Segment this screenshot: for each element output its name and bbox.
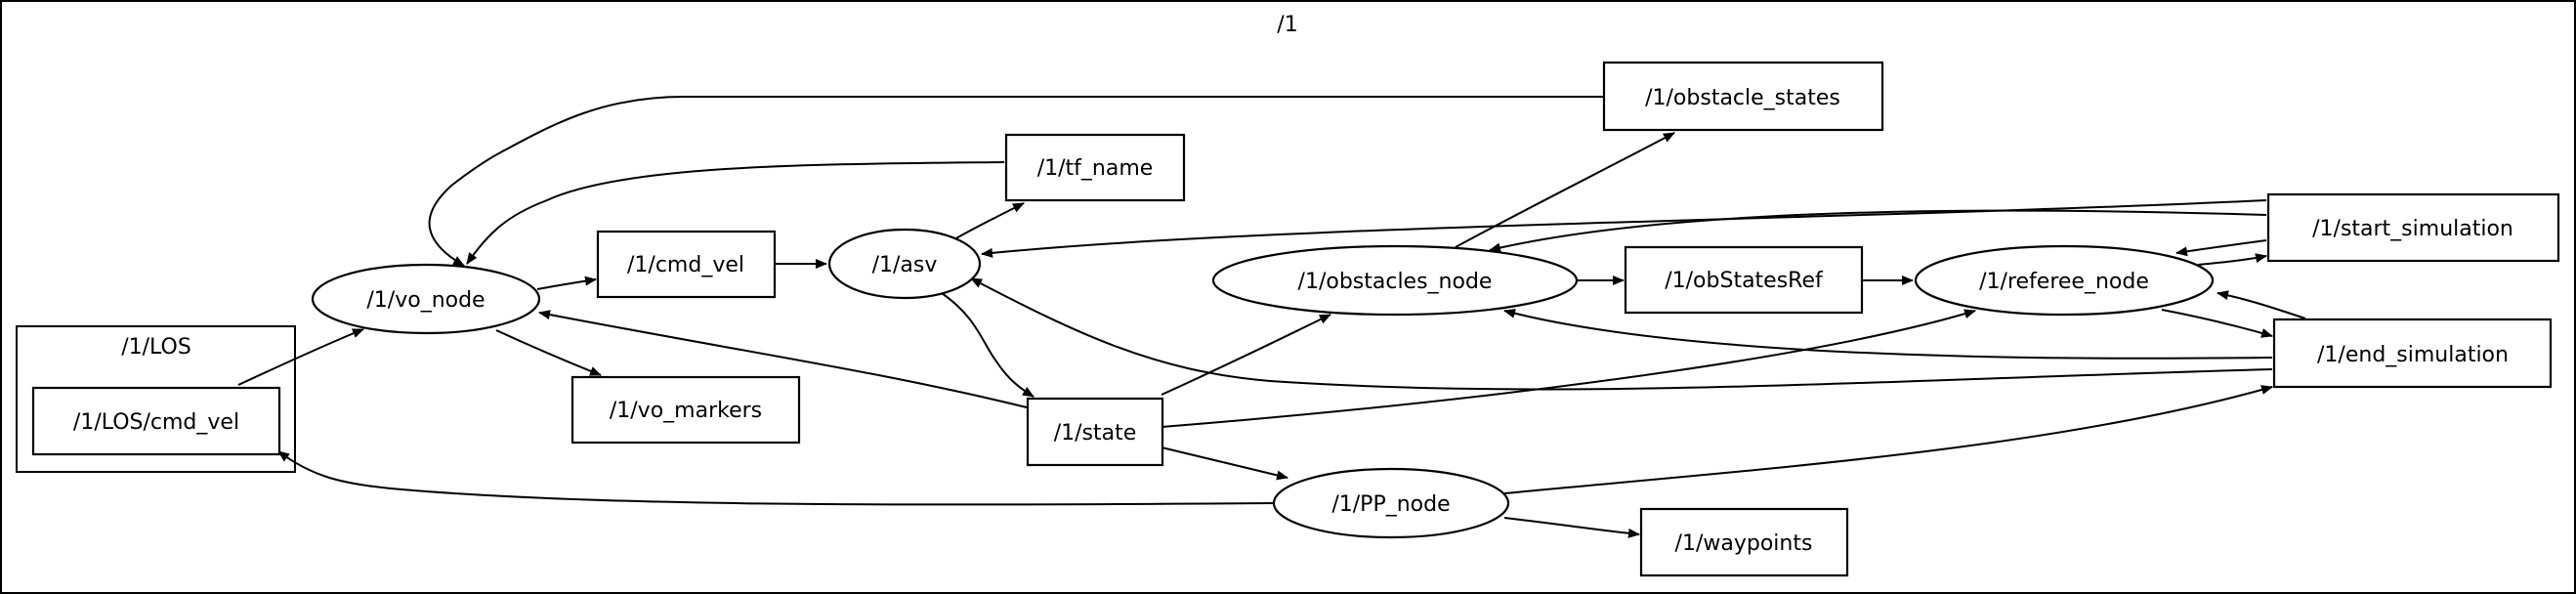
cluster-los-label: /1/LOS: [121, 335, 191, 360]
cluster-los-frame: [16, 325, 296, 473]
node-state-label: /1/state: [1054, 421, 1137, 446]
node-asv-label: /1/asv: [872, 253, 938, 277]
node-obstacle-states-label: /1/obstacle_states: [1645, 86, 1840, 110]
edges-layer: [237, 95, 2306, 538]
node-pp-node[interactable]: /1/PP_node: [1272, 467, 1510, 539]
edge-end-simulation-to-referee-node: [2217, 290, 2306, 319]
nodes-layer: /1/LOS/cmd_vel /1/vo_node /1/cmd_vel /1/…: [31, 61, 2560, 577]
node-vo-markers-label: /1/vo_markers: [610, 399, 762, 423]
edge-pp-node-to-end-simulation: [1503, 385, 2273, 494]
node-obstacles-node[interactable]: /1/obstacles_node: [1211, 244, 1579, 317]
node-los-cmd-vel[interactable]: /1/LOS/cmd_vel: [31, 386, 281, 456]
node-end-simulation-label: /1/end_simulation: [2317, 343, 2509, 367]
node-referee-node[interactable]: /1/referee_node: [1914, 244, 2215, 317]
edge-pp-node-to-los-cmd-vel: [277, 450, 1276, 506]
node-pp-node-label: /1/PP_node: [1331, 492, 1450, 517]
edge-end-simulation-to-asv: [970, 277, 2273, 391]
node-vo-node[interactable]: /1/vo_node: [311, 263, 541, 335]
node-asv[interactable]: /1/asv: [827, 228, 982, 300]
node-obstatesref-label: /1/obStatesRef: [1665, 269, 1824, 293]
edge-referee-node-to-end-simulation: [2161, 309, 2273, 338]
node-end-simulation[interactable]: /1/end_simulation: [2272, 318, 2553, 389]
edge-tf-name-to-vo-node: [466, 161, 1005, 265]
edge-start-simulation-to-asv: [981, 199, 2267, 258]
node-cmd-vel[interactable]: /1/cmd_vel: [596, 230, 777, 299]
edge-obstacle-states-to-vo-node: [428, 95, 1604, 267]
edge-end-simulation-to-obstacles-node: [1503, 308, 2273, 360]
node-obstacle-states[interactable]: /1/obstacle_states: [1602, 61, 1884, 132]
node-los-cmd-vel-label: /1/LOS/cmd_vel: [73, 410, 239, 435]
node-vo-node-label: /1/vo_node: [366, 288, 485, 313]
edge-asv-to-tf-name: [953, 202, 1025, 240]
node-waypoints[interactable]: /1/waypoints: [1639, 507, 1849, 577]
node-referee-node-label: /1/referee_node: [1979, 270, 2149, 294]
node-waypoints-label: /1/waypoints: [1675, 531, 1813, 556]
node-obstatesref[interactable]: /1/obStatesRef: [1624, 245, 1864, 315]
edge-vo-node-to-cmd-vel: [536, 276, 597, 290]
edge-start-simulation-to-obstacles-node: [1489, 209, 2267, 253]
node-vo-markers[interactable]: /1/vo_markers: [570, 375, 801, 445]
edge-state-to-vo-node: [538, 310, 1028, 408]
graph-title: /1: [1277, 13, 1297, 37]
edge-vo-node-to-vo-markers: [495, 329, 602, 376]
edge-start-simulation-to-referee-node: [2175, 239, 2267, 257]
node-tf-name-label: /1/tf_name: [1037, 156, 1154, 181]
node-obstacles-node-label: /1/obstacles_node: [1298, 270, 1493, 294]
node-state[interactable]: /1/state: [1026, 397, 1164, 467]
edge-los-cmd-vel-to-vo-node: [237, 328, 364, 386]
edge-state-to-pp-node: [1161, 446, 1288, 481]
edge-asv-to-state: [941, 292, 1035, 398]
node-cmd-vel-label: /1/cmd_vel: [627, 253, 744, 277]
edge-state-to-obstacles-node: [1161, 314, 1331, 396]
edge-pp-node-to-waypoints: [1503, 517, 1640, 538]
edge-referee-node-to-start-simulation: [2197, 253, 2267, 266]
node-tf-name[interactable]: /1/tf_name: [1004, 133, 1186, 202]
node-start-simulation-label: /1/start_simulation: [2312, 217, 2513, 241]
cluster-los: /1/LOS: [16, 325, 296, 473]
edge-obstacles-node-to-obstacle-states: [1455, 132, 1675, 248]
node-start-simulation[interactable]: /1/start_simulation: [2266, 192, 2560, 263]
edge-state-to-referee-node: [1161, 309, 1976, 428]
